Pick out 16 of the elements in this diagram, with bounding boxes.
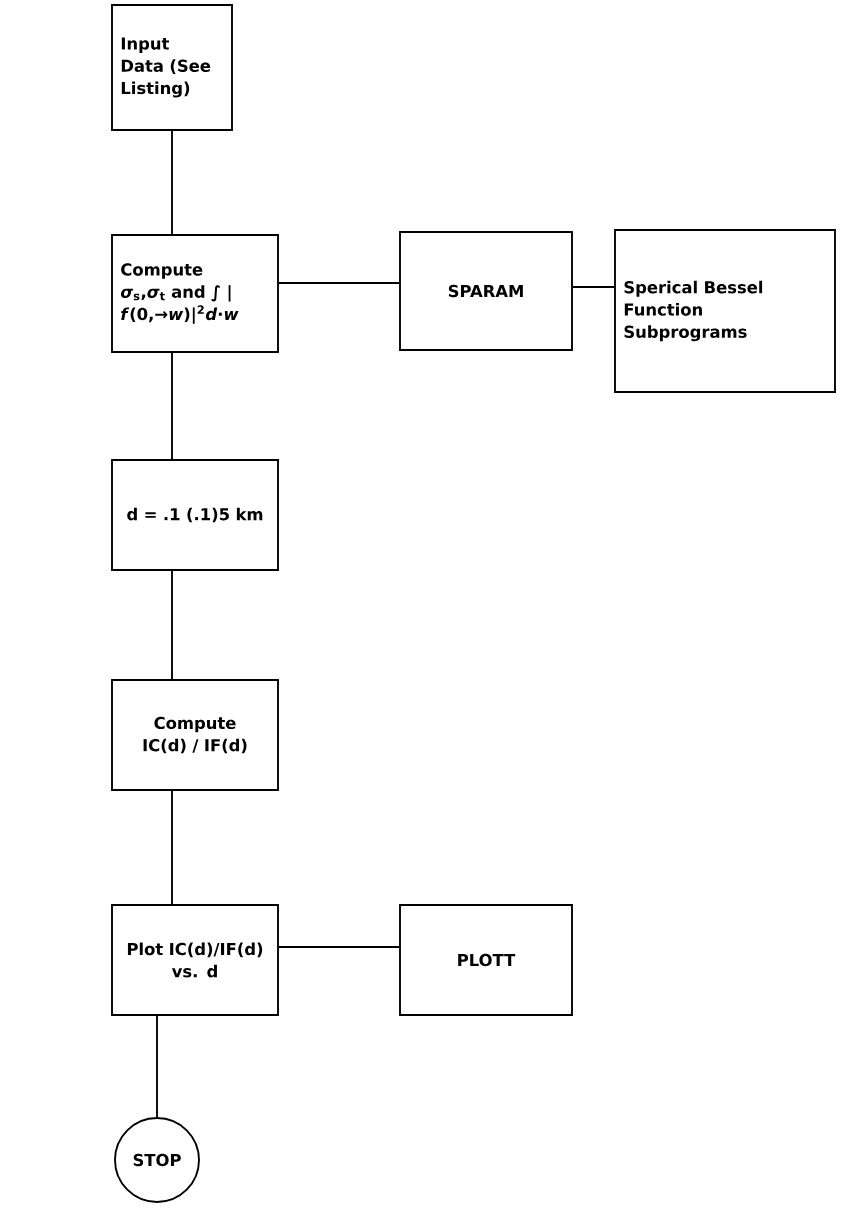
process-box: Plot IC(d)/IF(d) vs. d [111, 904, 279, 1016]
process-box: Input Data (See Listing) [111, 4, 233, 131]
connector-line [156, 1015, 158, 1118]
connector-line [572, 286, 615, 288]
process-box: Compute IC(d) / IF(d) [111, 679, 279, 791]
connector-line [171, 570, 173, 680]
process-box: d = .1 (.1)5 km [111, 459, 279, 571]
connector-line [171, 790, 173, 905]
connector-line [171, 130, 173, 235]
connector-line [278, 282, 400, 284]
process-box: Sperical Bessel Function Subprograms [614, 229, 836, 393]
connector-line [171, 352, 173, 460]
connector-line [278, 946, 400, 948]
process-box: PLOTT [399, 904, 573, 1016]
process-box: Compute σ$_{s}$,σ$_{t}$ and ∫ | f(0,→w)|$^{2}$d·w [111, 234, 279, 353]
process-box: SPARAM [399, 231, 573, 351]
